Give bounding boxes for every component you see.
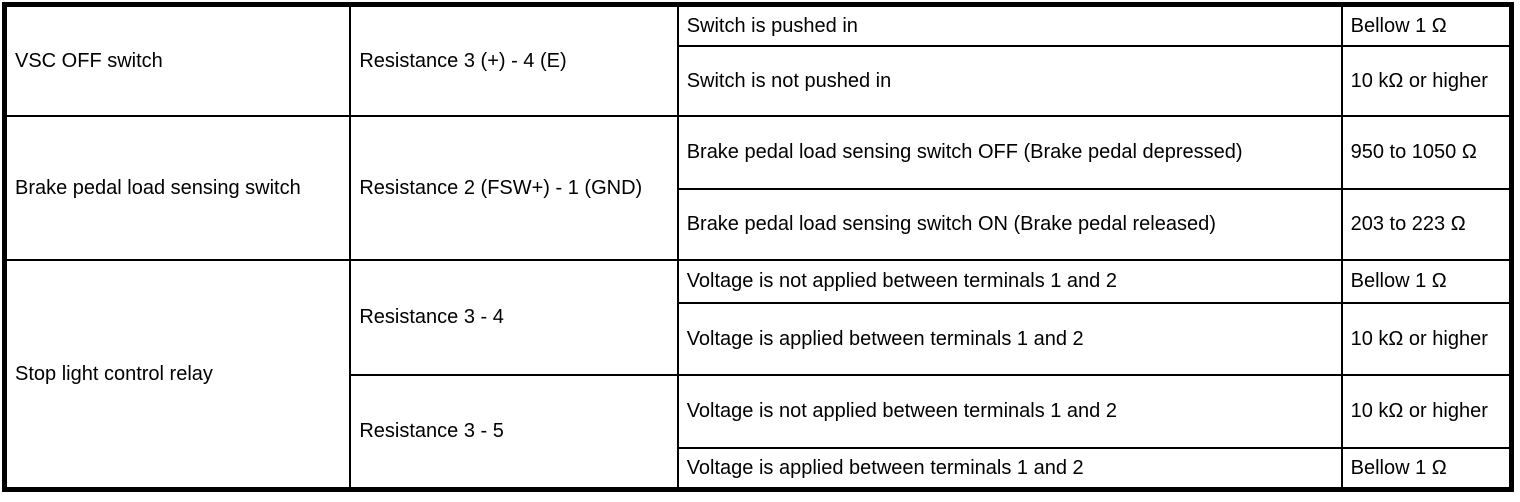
cell-condition: Voltage is applied between terminals 1 a… <box>676 446 1343 491</box>
cell-measurement-resistance-3-4: Resistance 3 - 4 <box>349 258 679 376</box>
cell-value: 10 kΩ or higher <box>1340 301 1513 376</box>
table-row: Switch is not pushed in 10 kΩ or higher <box>5 44 1513 117</box>
cell-value: 10 kΩ or higher <box>1340 373 1513 449</box>
cell-component-vsc-off-switch: VSC OFF switch <box>3 3 352 117</box>
cell-value: Bellow 1 Ω <box>1340 446 1513 491</box>
table-row: Brake pedal load sensing switch Resistan… <box>3 114 1513 261</box>
cell-value: Bellow 1 Ω <box>1340 258 1513 304</box>
cell-measurement-resistance-3-4e: Resistance 3 (+) - 4 (E) <box>349 3 679 117</box>
cell-value: Bellow 1 Ω <box>1340 3 1513 47</box>
cell-measurement-resistance-3-5: Resistance 3 - 5 <box>349 373 679 491</box>
table-row: Voltage is applied between terminals 1 a… <box>5 301 1513 376</box>
table-row: Voltage is applied between terminals 1 a… <box>5 446 1513 491</box>
cell-condition: Voltage is not applied between terminals… <box>676 258 1343 304</box>
resistance-spec-table: VSC OFF switch Resistance 3 (+) - 4 (E) … <box>2 2 1514 492</box>
cell-component-stop-light-control-relay: Stop light control relay <box>3 258 352 491</box>
cell-condition: Voltage is applied between terminals 1 a… <box>676 301 1343 376</box>
cell-measurement-resistance-2fsw-1gnd: Resistance 2 (FSW+) - 1 (GND) <box>349 114 679 261</box>
cell-condition: Voltage is not applied between terminals… <box>676 373 1343 449</box>
cell-component-brake-pedal-load-sensing-switch: Brake pedal load sensing switch <box>3 114 352 261</box>
table-row: Resistance 3 - 5 Voltage is not applied … <box>5 373 1513 491</box>
cell-value: 203 to 223 Ω <box>1340 187 1513 261</box>
table-row: Brake pedal load sensing switch ON (Brak… <box>5 187 1513 261</box>
table-row: Stop light control relay Resistance 3 - … <box>3 258 1513 491</box>
cell-condition: Brake pedal load sensing switch OFF (Bra… <box>676 114 1343 190</box>
cell-condition: Brake pedal load sensing switch ON (Brak… <box>676 187 1343 261</box>
cell-value: 10 kΩ or higher <box>1340 44 1513 117</box>
cell-value: 950 to 1050 Ω <box>1340 114 1513 190</box>
table-row: VSC OFF switch Resistance 3 (+) - 4 (E) … <box>3 3 1513 117</box>
cell-condition: Switch is pushed in <box>676 3 1343 47</box>
cell-condition: Switch is not pushed in <box>676 44 1343 117</box>
